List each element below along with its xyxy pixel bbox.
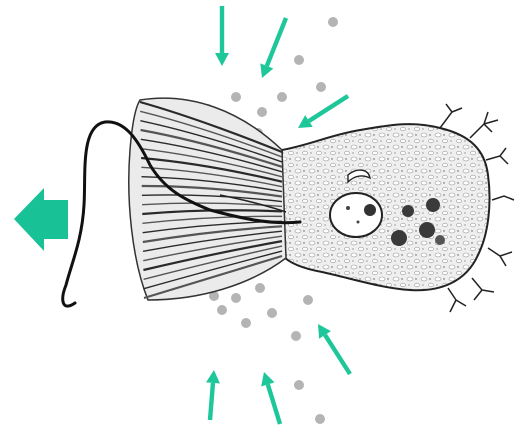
cell-appendage (472, 278, 494, 300)
arrow-icon (298, 94, 349, 128)
cell-body (282, 104, 514, 312)
particle-dot-icon (255, 283, 265, 293)
arrow-left-icon (14, 188, 68, 251)
particle-dot-icon (277, 92, 287, 102)
food-vacuole (402, 205, 414, 217)
cell-appendage (470, 112, 498, 138)
particle-dot-icon (294, 55, 304, 65)
particle-dot-icon (316, 82, 326, 92)
particle-dot-icon (217, 305, 227, 315)
arrow-icon (261, 372, 282, 425)
cell-appendage (448, 288, 466, 312)
nucleus (330, 193, 382, 237)
arrow-icon (215, 6, 229, 66)
cell-appendage (486, 148, 508, 164)
food-vacuole (419, 222, 435, 238)
particle-dot-icon (241, 318, 251, 328)
cell-appendage (488, 248, 512, 266)
collar (129, 98, 286, 300)
particle-dot-icon (294, 380, 304, 390)
cell-outline (282, 124, 490, 290)
arrow-icon (318, 324, 352, 375)
outflow-arrow (14, 188, 68, 251)
particle-dot-icon (315, 414, 325, 424)
particle-dot-icon (328, 17, 338, 27)
cell-appendage (492, 196, 514, 200)
food-vacuole (435, 235, 445, 245)
cell-appendage (440, 104, 462, 128)
food-vacuole (391, 230, 407, 246)
particle-dot-icon (257, 107, 267, 117)
particle-dot-icon (231, 293, 241, 303)
food-vacuole (426, 198, 440, 212)
particle-dot-icon (291, 331, 301, 341)
particle-dot-icon (231, 92, 241, 102)
particle-dot-icon (303, 295, 313, 305)
arrow-icon (206, 370, 220, 420)
arrow-icon (260, 17, 288, 78)
particle-dot-icon (267, 308, 277, 318)
